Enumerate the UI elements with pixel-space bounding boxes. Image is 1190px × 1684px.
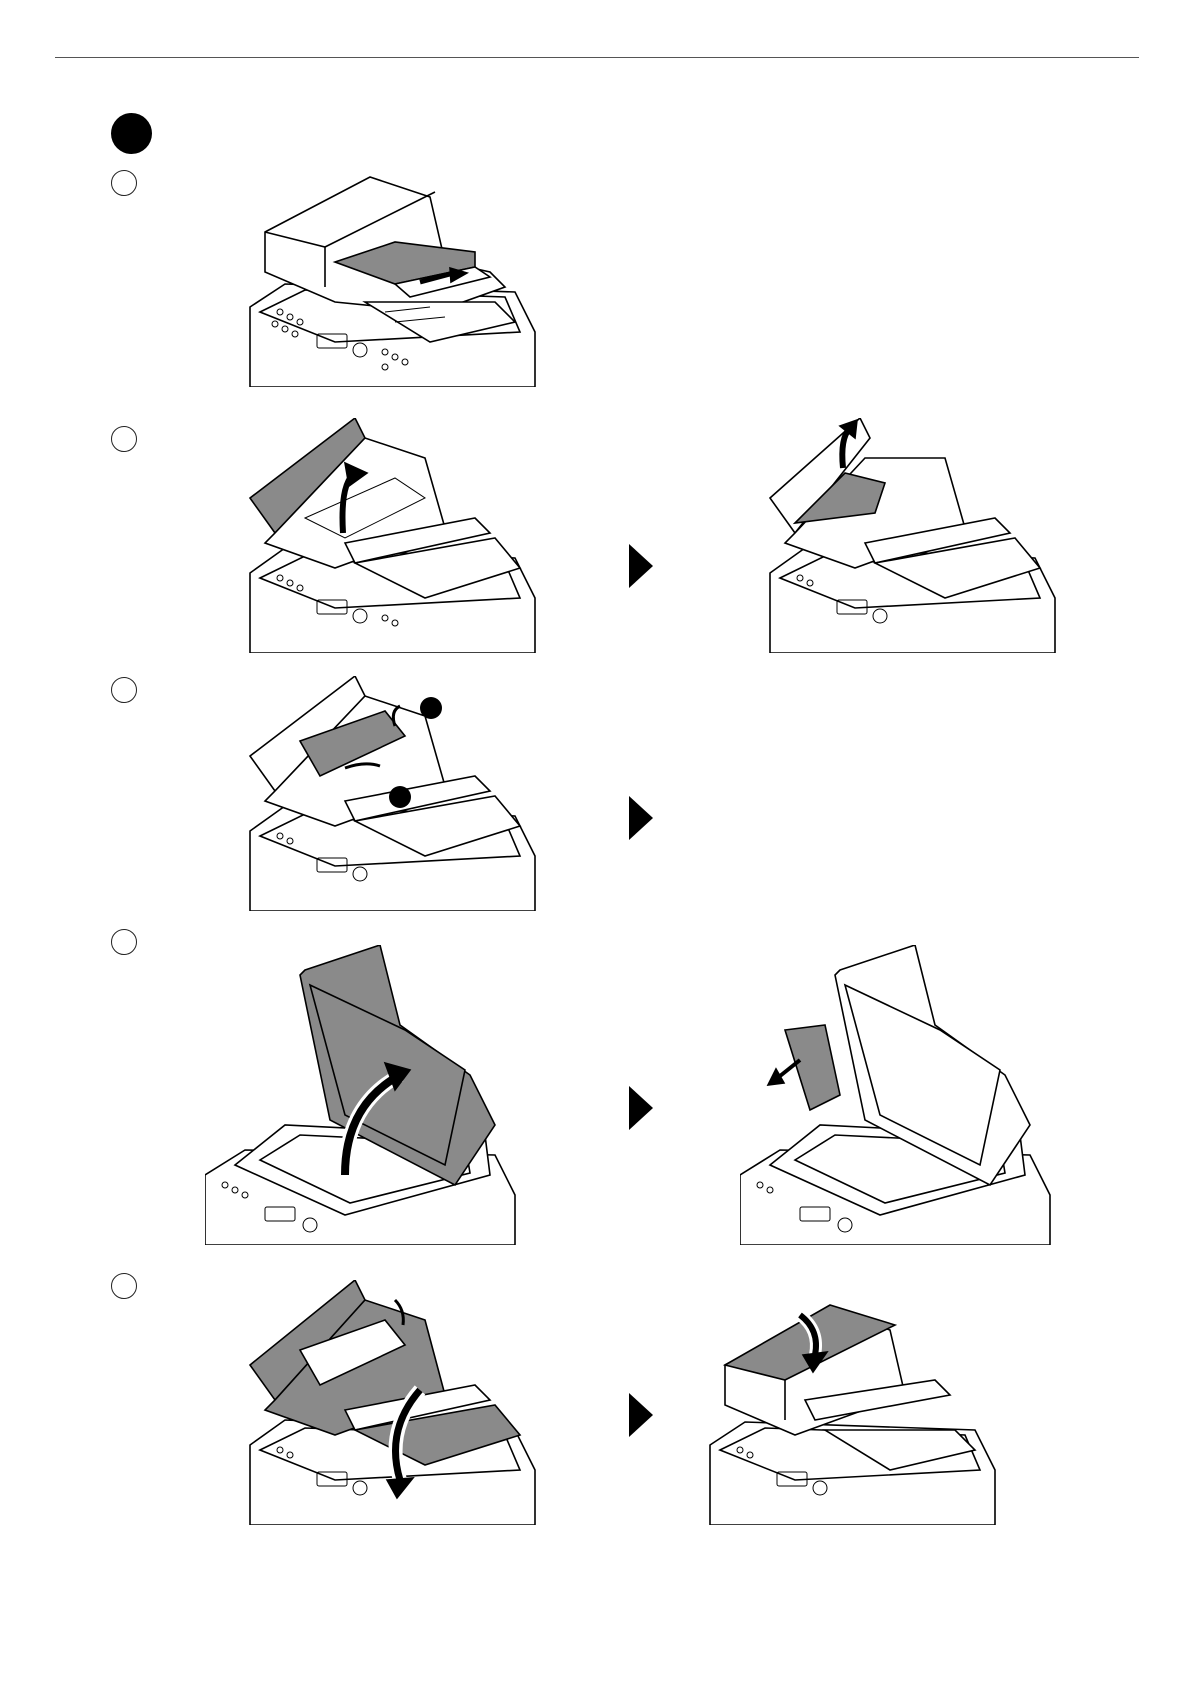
top-rule [55,57,1139,58]
next-arrow-icon [629,796,653,840]
callout-2-icon [389,786,411,808]
illustration-adf-open-cover [245,418,545,653]
illustration-scanner-lid-open [205,945,525,1245]
step-marker-4 [111,929,137,955]
callout-1-icon [420,697,442,719]
section-marker-icon [111,113,152,154]
illustration-adf-closed [705,1300,1005,1525]
step-marker-2 [111,426,137,452]
step-marker-1 [111,170,137,196]
step-marker-3 [111,677,137,703]
illustration-adf-close-cover [245,1280,545,1525]
illustration-scanner-lid-remove-paper [740,945,1060,1245]
next-arrow-icon [629,1086,653,1130]
illustration-adf-remove-jammed-paper [765,418,1065,653]
next-arrow-icon [629,544,653,588]
next-arrow-icon [629,1393,653,1437]
illustration-adf-pull-document [245,172,545,387]
step-marker-5 [111,1273,137,1299]
